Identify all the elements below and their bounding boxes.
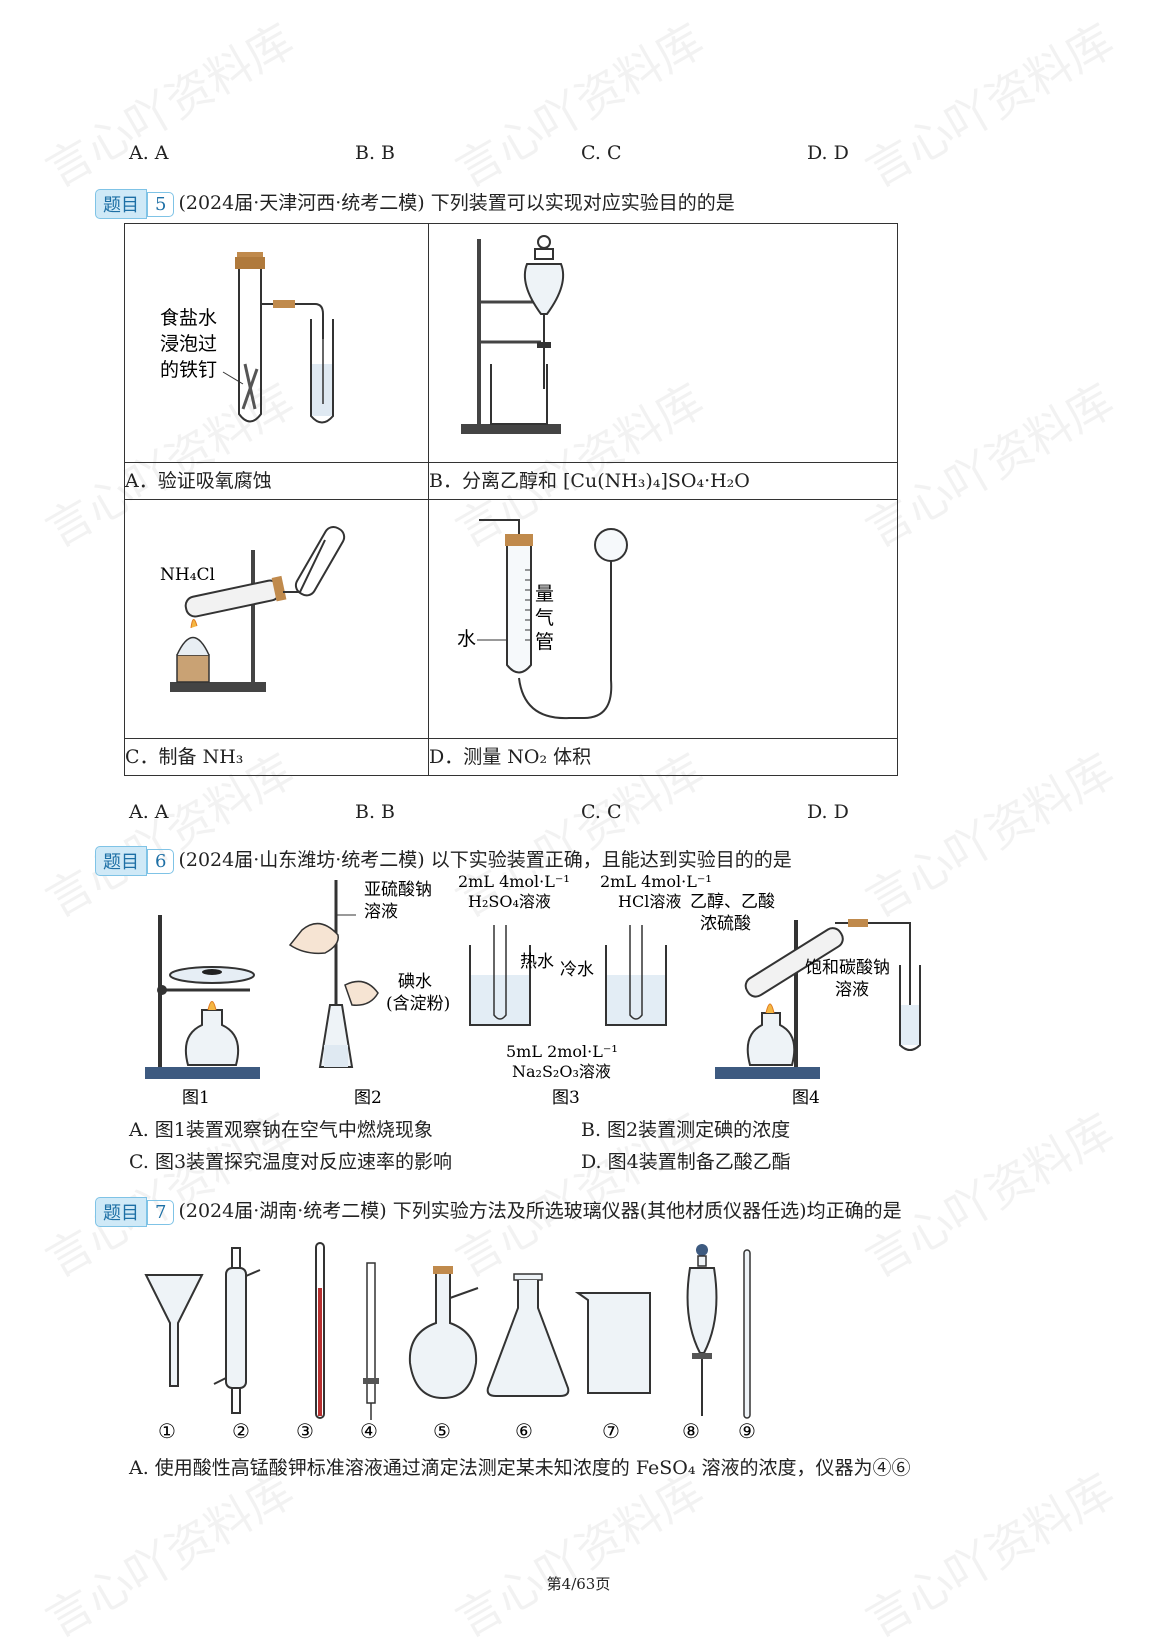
q6-source: (2024届·山东潍坊·统考二模) [178, 849, 425, 871]
q7-number: 7 [147, 1199, 175, 1225]
funnel-icon [144, 1274, 204, 1387]
q5a-label-2: 浸泡过 [160, 333, 217, 355]
instrument-number-2: ② [232, 1419, 250, 1443]
prev-option-a[interactable]: A. A [129, 142, 169, 164]
q6-fig2-label-4: (含淀粉) [386, 994, 450, 1014]
page-number: 第4/63页 [546, 1575, 611, 1593]
q6-fig2-label: 图2 [354, 1088, 382, 1108]
instrument-number-6: ⑥ [515, 1419, 533, 1443]
glass-rod-icon [743, 1249, 751, 1419]
q7-source: (2024届·湖南·统考二模) [178, 1200, 387, 1222]
q5-figure-c: NH₄Cl [124, 499, 429, 739]
q6-fig4-label-4: 溶液 [835, 980, 869, 1000]
q5d-tube-label-1: 量 [535, 583, 554, 605]
q5a-label-3: 的铁钉 [160, 359, 217, 381]
q6-fig2-label-1: 亚硫酸钠 [364, 880, 432, 900]
q6-fig3-left-top1: 2mL 4mol·L⁻¹ [458, 875, 570, 891]
q5-figure-a: 食盐水 浸泡过 的铁钉 [124, 223, 429, 463]
q5-option-c[interactable]: C. C [581, 801, 622, 823]
q7-stem: 下列实验方法及所选玻璃仪器(其他材质仪器任选)均正确的是 [392, 1200, 902, 1222]
burette-icon [363, 1262, 379, 1420]
instrument-number-1: ① [158, 1419, 176, 1443]
distilling-flask-icon [408, 1266, 479, 1400]
q5d-water-label: 水 [457, 628, 476, 650]
q6-tag: 题目 [95, 846, 147, 876]
q6-fig4-label-3: 饱和碳酸钠 [805, 958, 890, 978]
instrument-number-4: ④ [360, 1419, 378, 1443]
q6-fig3-label: 图3 [552, 1088, 580, 1108]
q5-caption-a: A．验证吸氧腐蚀 [124, 462, 429, 500]
q5-caption-d: D．测量 NO₂ 体积 [428, 738, 898, 776]
q5-caption-b: B．分离乙醇和 [Cu(NH₃)₄]SO₄·H₂O [428, 462, 898, 500]
q6-fig4-label-2: 浓硫酸 [700, 914, 751, 934]
q5-option-a[interactable]: A. A [129, 801, 169, 823]
q5-option-b[interactable]: B. B [355, 801, 396, 823]
q5-caption-c: C．制备 NH₃ [124, 738, 429, 776]
q5a-label-1: 食盐水 [160, 307, 217, 329]
q5-apparatus-table: 食盐水 浸泡过 的铁钉 [124, 223, 898, 776]
conical-flask-icon [486, 1273, 570, 1397]
watermark: 言心吖资料库 [446, 1463, 713, 1648]
q6-fig1-label: 图1 [182, 1088, 210, 1108]
q5-tag: 题目 [95, 189, 147, 219]
separatory-funnel-icon [686, 1244, 718, 1416]
q5d-tube-label-3: 管 [535, 631, 554, 653]
q6-fig3-bottom2: Na₂S₂O₃溶液 [512, 1062, 611, 1081]
instrument-number-9: ⑨ [738, 1419, 756, 1443]
q6-fig4: 乙醇、乙酸 浓硫酸 饱和碳酸钠 溶液 图4 [690, 892, 921, 1108]
q7-instruments: ① ② ③ ④ ⑤ ⑥ ⑦ ⑧ ⑨ [144, 1242, 756, 1443]
q6-fig2: 亚硫酸钠 溶液 碘水 (含淀粉) 图2 [288, 880, 450, 1108]
q5-stem: 下列装置可以实现对应实验目的的是 [430, 192, 735, 214]
beaker-icon [574, 1292, 651, 1394]
instrument-number-5: ⑤ [433, 1419, 451, 1443]
q6-fig3-left-top2: H₂SO₄溶液 [468, 892, 551, 911]
prev-option-b[interactable]: B. B [355, 142, 396, 164]
watermark: 言心吖资料库 [856, 13, 1123, 198]
q6-fig3-cold: 冷水 [560, 960, 594, 980]
prev-option-d[interactable]: D. D [807, 142, 849, 164]
instrument-number-7: ⑦ [602, 1419, 620, 1443]
q6-option-d[interactable]: D. 图4装置制备乙酸乙酯 [581, 1151, 791, 1173]
q6-number: 6 [147, 848, 175, 874]
instrument-number-3: ③ [296, 1419, 314, 1443]
q6-stem: 以下实验装置正确，且能达到实验目的的是 [430, 849, 792, 871]
watermark: 言心吖资料库 [856, 1463, 1123, 1648]
q6-fig3-right-top2: HCl溶液 [618, 892, 681, 911]
q5-figure-b [428, 223, 898, 463]
watermark: 言心吖资料库 [856, 1103, 1123, 1288]
q6-fig2-label-2: 溶液 [364, 902, 398, 922]
q6-fig3-right-top1: 2mL 4mol·L⁻¹ [600, 875, 712, 891]
q6-fig2-label-3: 碘水 [398, 972, 432, 992]
q7-tag: 题目 [95, 1197, 147, 1227]
q6-figure: 图1 亚硫酸钠 溶液 碘水 (含淀粉) 图2 2mL 4mol·L⁻¹ H₂SO… [145, 875, 921, 1108]
instrument-number-8: ⑧ [682, 1419, 700, 1443]
watermark: 言心吖资料库 [36, 1463, 303, 1648]
q5d-tube-label-2: 气 [535, 607, 554, 629]
q5-source: (2024届·天津河西·统考二模) [178, 192, 425, 214]
q6-fig1: 图1 [145, 915, 260, 1108]
q5-number: 5 [147, 191, 175, 217]
watermark: 言心吖资料库 [446, 13, 713, 198]
q6-fig4-label-1: 乙醇、乙酸 [690, 892, 775, 912]
condenser-icon [213, 1247, 261, 1414]
q5c-reagent-label: NH₄Cl [160, 565, 215, 585]
q6-option-a[interactable]: A. 图1装置观察钠在空气中燃烧现象 [129, 1119, 433, 1141]
q6-fig3: 2mL 4mol·L⁻¹ H₂SO₄溶液 2mL 4mol·L⁻¹ HCl溶液 … [458, 875, 712, 1108]
q6-fig3-hot: 热水 [520, 952, 554, 972]
q7-option-a[interactable]: A. 使用酸性高锰酸钾标准溶液通过滴定法测定某未知浓度的 FeSO₄ 溶液的浓度… [129, 1457, 911, 1479]
q6-fig3-bottom1: 5mL 2mol·L⁻¹ [506, 1042, 618, 1061]
thermometer-icon [315, 1242, 325, 1419]
q6-fig4-label: 图4 [792, 1088, 820, 1108]
q6-option-b[interactable]: B. 图2装置测定碘的浓度 [581, 1119, 791, 1141]
q5-option-d[interactable]: D. D [807, 801, 849, 823]
prev-option-c[interactable]: C. C [581, 142, 622, 164]
q6-option-c[interactable]: C. 图3装置探究温度对反应速率的影响 [129, 1151, 453, 1173]
watermark: 言心吖资料库 [36, 13, 303, 198]
q5-figure-d: 水 量 气 管 [428, 499, 898, 739]
